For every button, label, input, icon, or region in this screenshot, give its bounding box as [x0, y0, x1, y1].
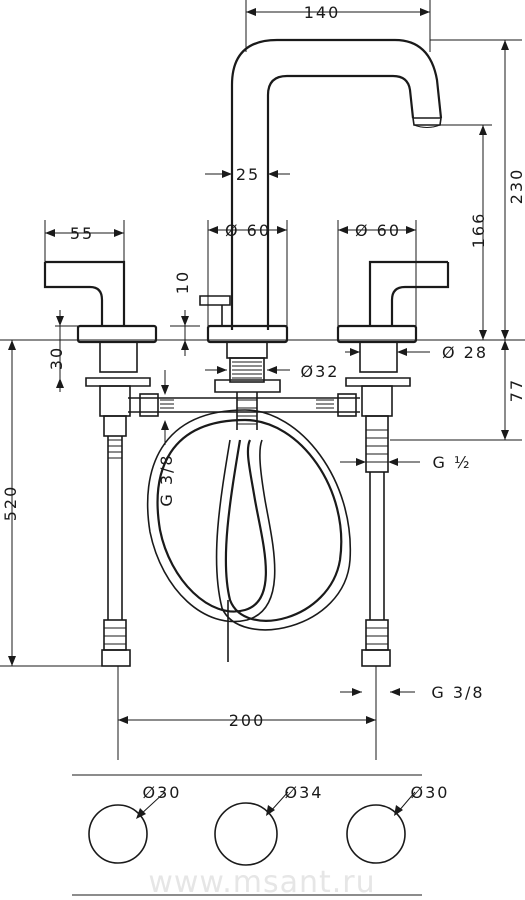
hole-left	[88, 804, 148, 864]
dim-supply-thread: G 3/8	[431, 683, 484, 702]
dim-rod-height: 10	[173, 270, 192, 294]
dim-handle-shank: Ø 28	[442, 343, 488, 362]
dimension-labels: 140 230 166 77 25 55 Ø 60 Ø 60 10 30 Ø 2…	[1, 3, 525, 730]
hole-left-label: Ø30	[143, 783, 182, 802]
watermark: www.msant.ru	[148, 865, 375, 900]
dim-center-distance: 200	[229, 711, 266, 730]
dim-spout-shank: Ø32	[301, 362, 340, 381]
dim-connector-right: G ½	[433, 453, 472, 472]
mixing-pipe	[128, 393, 360, 417]
dimension-lines	[0, 0, 525, 760]
dim-total-height: 230	[507, 168, 525, 205]
right-valve-and-supply-hose	[361, 385, 393, 667]
dim-hose-length: 520	[1, 485, 20, 522]
hole-center	[214, 802, 278, 866]
spout-hose-loop	[146, 392, 352, 662]
dim-left-rosette: Ø 60	[225, 221, 271, 240]
spout-body	[206, 324, 289, 393]
dim-spout-width: 25	[236, 165, 260, 184]
dim-right-rosette: Ø 60	[355, 221, 401, 240]
mounting-hole-pattern: Ø30 Ø34 Ø30	[72, 774, 450, 896]
dim-handle-length: 55	[70, 224, 94, 243]
pop-up-rod	[199, 295, 231, 327]
hole-right-label: Ø30	[411, 783, 450, 802]
dim-connector-left: G 3/8	[157, 453, 176, 506]
dim-spout-reach: 140	[304, 3, 341, 22]
hole-center-label: Ø34	[285, 783, 324, 802]
right-handle	[336, 260, 450, 387]
hole-right	[346, 804, 406, 864]
dim-rosette-height: 30	[47, 346, 66, 370]
dim-deck-thickness: 77	[507, 378, 525, 402]
left-valve-and-supply-hose	[99, 385, 131, 667]
dim-outlet-height: 166	[469, 212, 488, 249]
